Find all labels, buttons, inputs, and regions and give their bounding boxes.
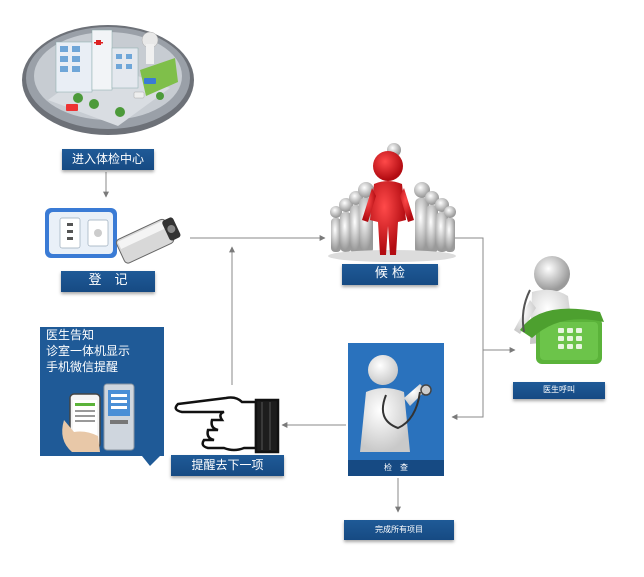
card-reader-icon [45,208,181,264]
hospital-building-icon [22,25,194,135]
notice-line-3: 手机微信提醒 [46,360,119,374]
arrow-wait-to-call [445,237,516,353]
step-enter-center-label: 进入体检中心 [62,149,154,170]
step-exam-label: 检 查 [348,460,444,476]
step-register-label: 登 记 [61,271,155,292]
pointing-hand-icon [174,396,280,454]
kiosk-phone-icon [62,383,135,452]
doctor-stethoscope-icon [348,343,444,460]
telephone-icon [514,256,604,364]
step-wait-label: 候 检 [342,264,438,285]
notice-line-2: 诊室一体机显示 [46,344,131,358]
arrow-call-to-exam [451,350,484,420]
notice-line-1: 医生告知 [46,328,95,342]
crowd-figures-icon [328,143,456,262]
step-all-done-label: 完成所有项目 [344,520,454,540]
notice-text: 医生告知 诊室一体机显示 手机微信提醒 [46,327,130,375]
flow-arrows [103,172,516,513]
step-remind-next-label: 提醒去下一项 [171,455,284,476]
step-doctor-call-label: 医生呼叫 [513,382,605,399]
